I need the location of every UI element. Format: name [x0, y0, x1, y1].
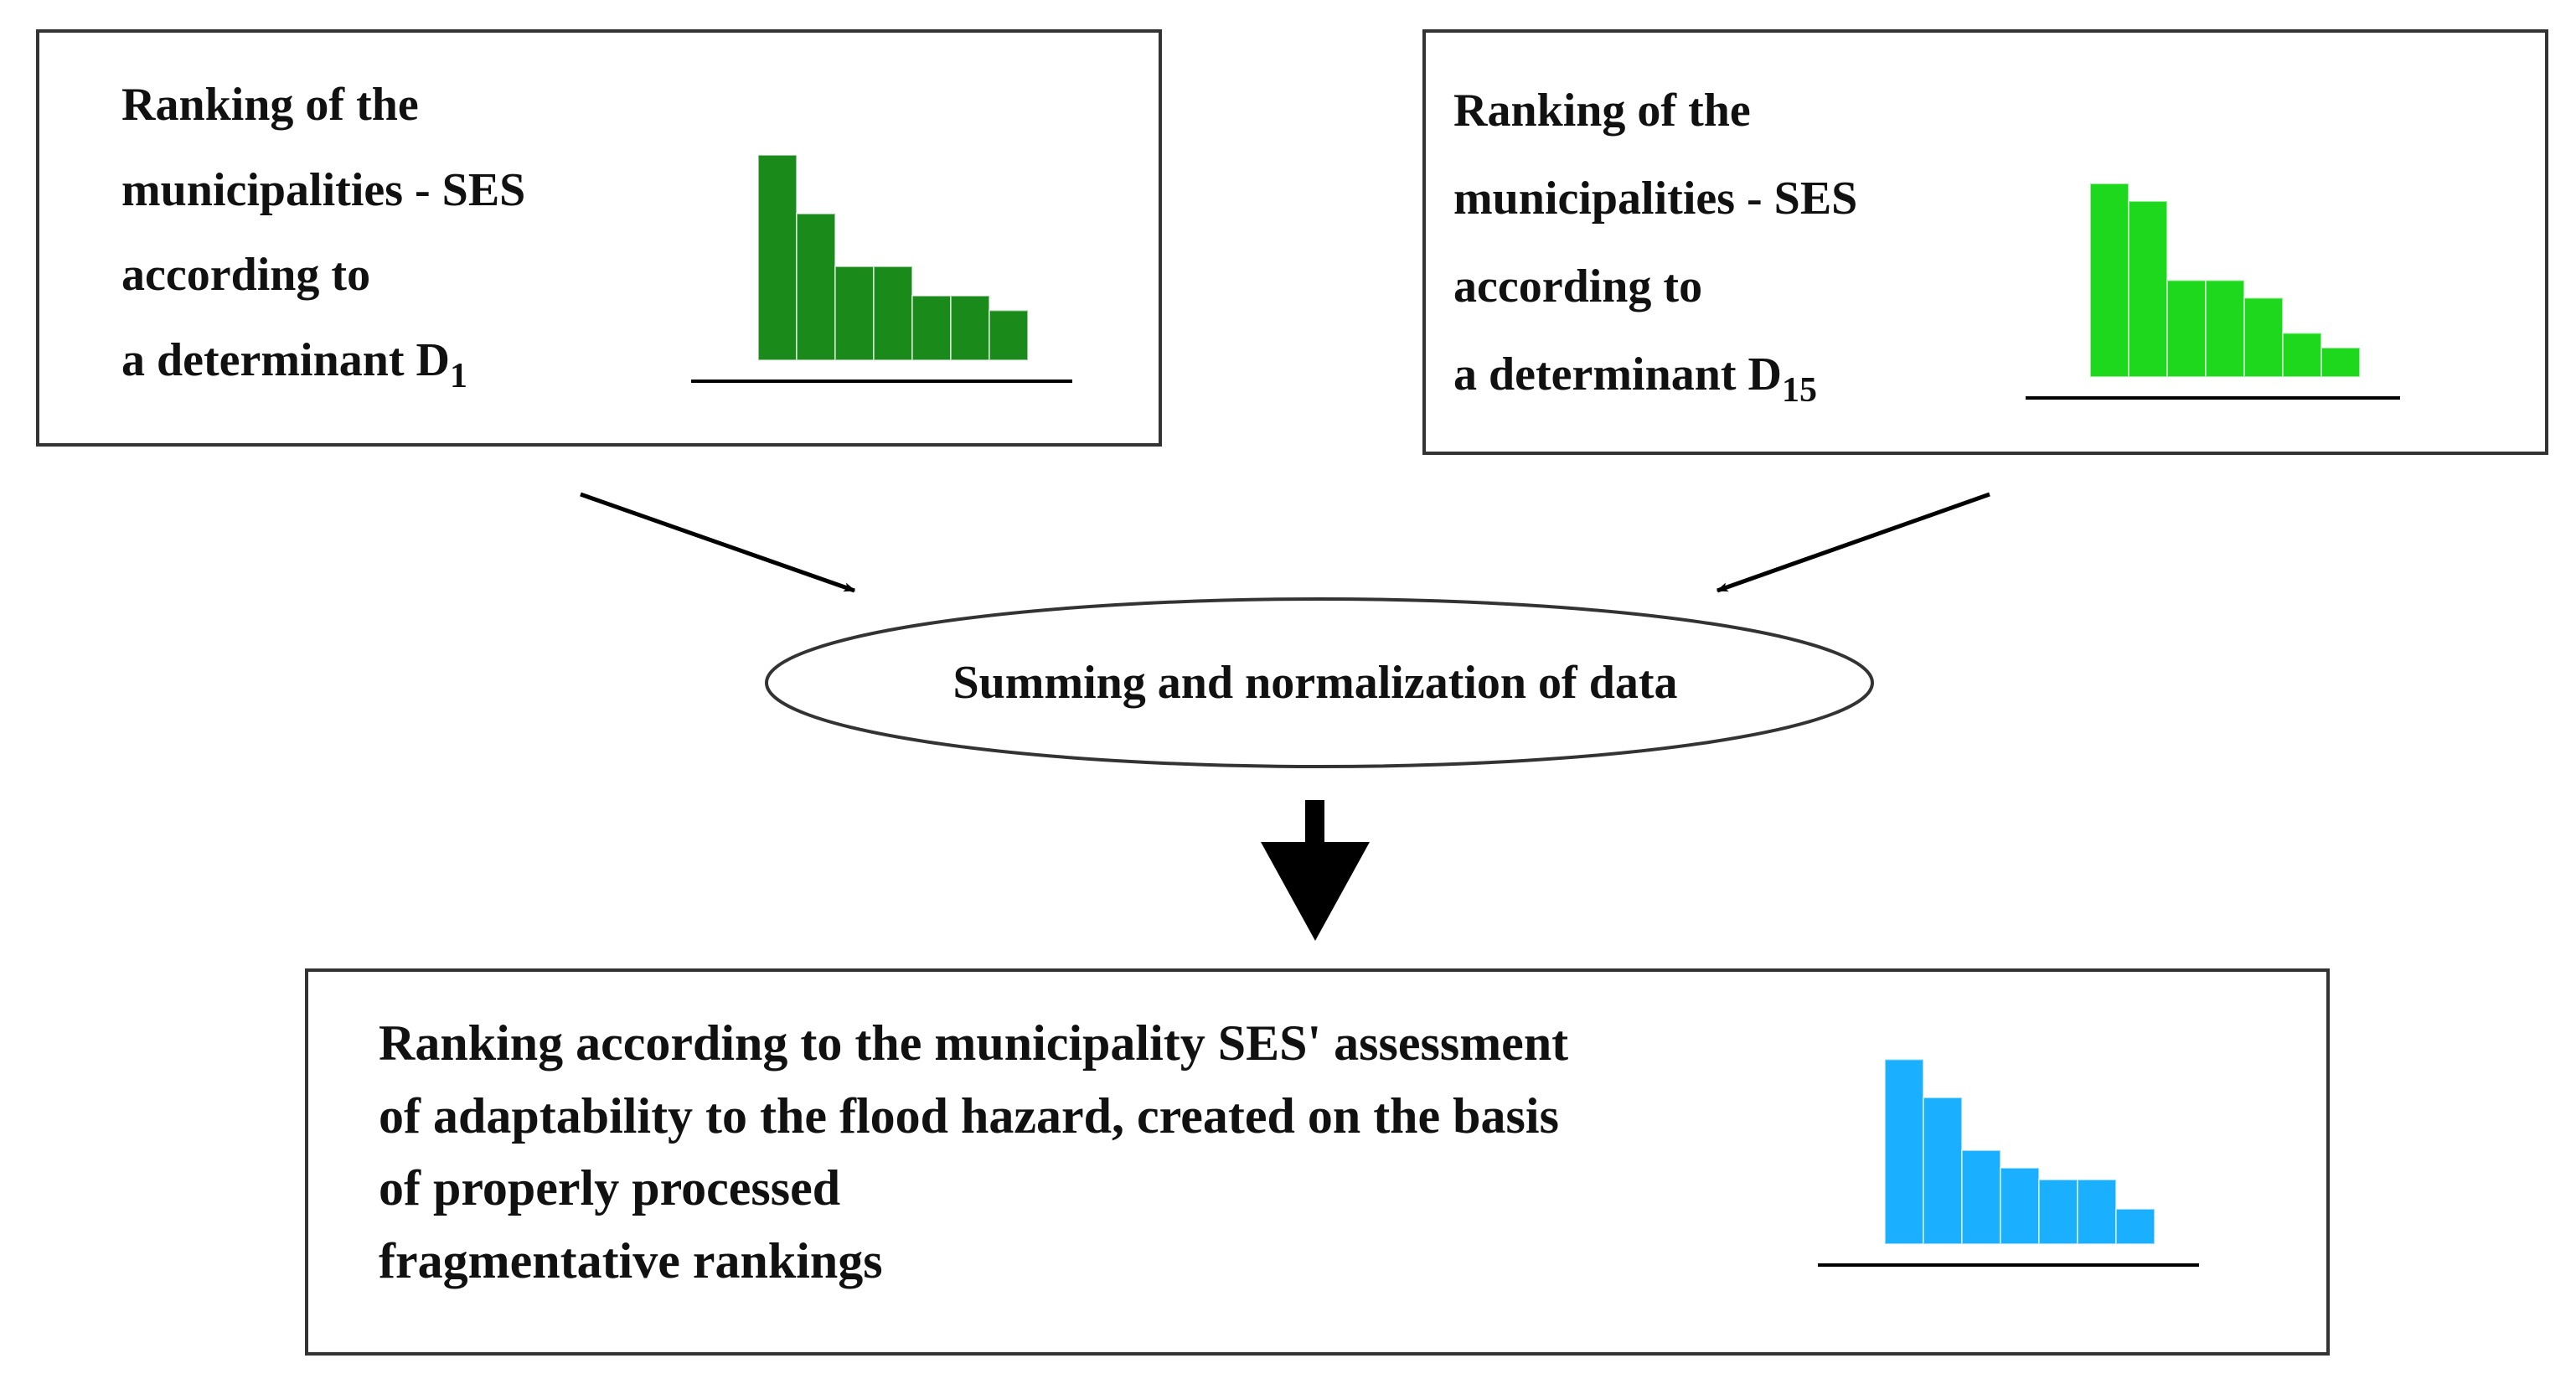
box-d15-bar-2 — [2128, 200, 2168, 378]
box-d15-bar-1 — [2089, 183, 2129, 378]
box-result-mini-chart — [1884, 1058, 2155, 1245]
box-d1-line-1: Ranking of the — [121, 79, 419, 131]
process-node: Summing and normalization of data — [765, 597, 1874, 768]
box-result-bar-6 — [2077, 1179, 2117, 1245]
box-d1-mini-chart — [757, 154, 1029, 361]
box-result-bar-2 — [1923, 1097, 1963, 1245]
box-d1-bar-1 — [757, 154, 798, 361]
box-d1-bar-3 — [834, 266, 875, 361]
box-d1-line-2: municipalities - SES — [121, 164, 525, 216]
box-d15-line-4-main: a determinant D — [1453, 349, 1782, 400]
box-d1-bar-6 — [950, 295, 990, 361]
arrow-process-to-result — [1261, 800, 1370, 941]
box-d15-line-1: Ranking of the — [1453, 85, 1751, 137]
box-result-bar-1 — [1884, 1058, 1924, 1245]
box-d1-bar-7 — [989, 309, 1029, 361]
box-result-bar-5 — [2038, 1179, 2078, 1245]
box-result-line-3: of properly processed — [379, 1160, 840, 1216]
box-result-bar-3 — [1961, 1149, 2001, 1245]
box-d15-frame — [1422, 29, 2548, 455]
box-d1-line-4-main: a determinant D — [121, 334, 450, 386]
box-d1-ranking: Ranking of the municipalities - SES acco… — [36, 29, 1162, 447]
box-result-line-1: Ranking according to the municipality SE… — [379, 1015, 1568, 1071]
box-d1-bar-5 — [911, 295, 952, 361]
arrow-down-shaft — [1305, 800, 1324, 842]
box-d15-line-2: municipalities - SES — [1453, 173, 1857, 225]
box-result-bar-7 — [2115, 1208, 2155, 1245]
box-d15-bar-3 — [2166, 279, 2207, 378]
box-d1-line-4: a determinant D1 — [121, 334, 467, 395]
process-ellipse — [765, 597, 1874, 768]
box-d15-mini-chart — [2089, 183, 2361, 378]
arrow-d15-to-process — [1716, 492, 1990, 593]
box-d15-line-3: according to — [1453, 261, 1702, 312]
box-d15-subscript: 15 — [1782, 371, 1817, 410]
box-result-ranking: Ranking according to the municipality SE… — [305, 968, 2330, 1356]
box-d1-subscript: 1 — [450, 357, 467, 395]
arrow-down-head — [1261, 842, 1370, 941]
process-label: Summing and normalization of data — [953, 657, 1678, 709]
box-d1-line-3: according to — [121, 249, 370, 301]
box-d15-bar-5 — [2243, 297, 2284, 378]
box-result-bar-4 — [2000, 1167, 2040, 1245]
box-result-line-4: fragmentative rankings — [379, 1233, 883, 1288]
arrow-d1-to-process — [580, 492, 856, 593]
box-d15-bar-7 — [2320, 347, 2361, 378]
box-d15-line-4: a determinant D15 — [1453, 349, 1817, 410]
box-d15-bar-6 — [2282, 332, 2322, 378]
box-d1-frame — [36, 29, 1162, 447]
box-d15-ranking: Ranking of the municipalities - SES acco… — [1422, 29, 2548, 455]
box-d1-bar-2 — [796, 213, 836, 361]
box-d1-bar-4 — [873, 266, 913, 361]
box-result-line-2: of adaptability to the flood hazard, cre… — [379, 1088, 1559, 1144]
box-d15-bar-4 — [2205, 279, 2245, 378]
